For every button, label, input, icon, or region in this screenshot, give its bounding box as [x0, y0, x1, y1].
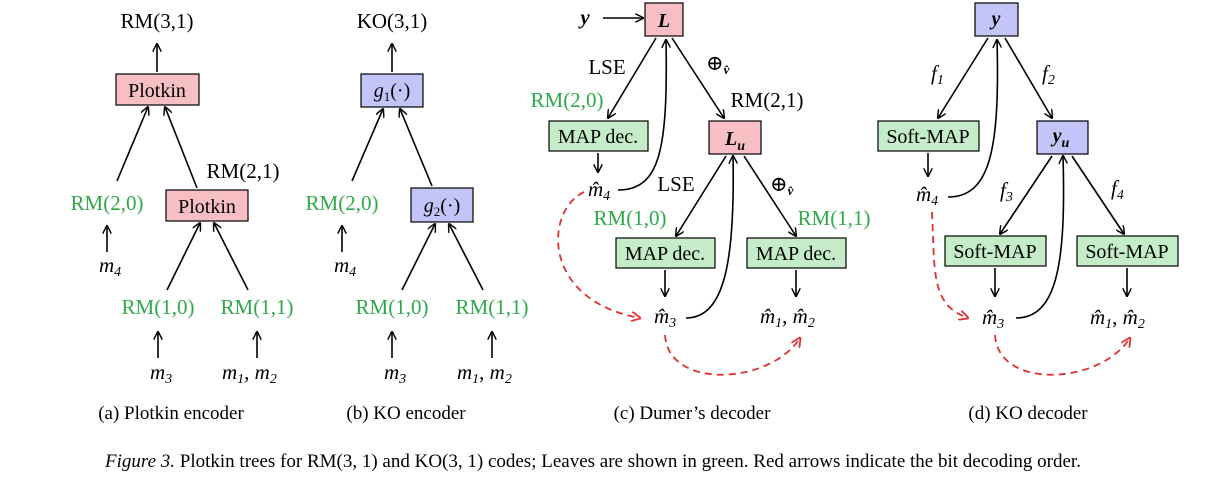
panel-c-map-dec-right-box — [746, 237, 847, 269]
edge-c-L-to-map-top — [608, 37, 657, 118]
panel-b-g1-box — [360, 73, 424, 108]
panel-d-f2: f2 — [1042, 61, 1055, 88]
panel-a-m4: m4 — [99, 253, 121, 280]
panel-b-m3: m3 — [384, 360, 406, 387]
panel-c-leaf-rm11: RM(1,1) — [798, 206, 871, 230]
panel-b-g2-box — [410, 187, 474, 223]
panel-c-Lu-box — [708, 120, 762, 155]
panel-d-ko-decoder: y f1 f2 Soft-MAP yu m̂4 f3 f4 Soft-MAP S… — [877, 2, 1179, 424]
panel-c-map-dec-top-label: MAP dec. — [558, 126, 638, 148]
edge-d-yu-to-softmap-right — [1071, 155, 1124, 234]
panel-d-yu-box — [1036, 120, 1089, 155]
panel-c-caption: (c) Dumer’s decoder — [614, 403, 772, 424]
panel-b-m12: m1, m2 — [457, 360, 512, 387]
panel-d-caption: (d) KO decoder — [968, 403, 1088, 424]
panel-a-plotkin-mid-box — [165, 189, 249, 222]
figure-caption-text: Plotkin trees for RM(3, 1) and KO(3, 1) … — [175, 451, 1081, 472]
edge-b-rm20-to-g1 — [351, 109, 383, 182]
panel-b-caption: (b) KO encoder — [346, 403, 466, 424]
panel-d-f4: f4 — [1111, 176, 1124, 203]
figure-caption: Figure 3. Plotkin trees for RM(3, 1) and… — [104, 451, 1081, 472]
panel-d-softmap-left-box — [944, 235, 1047, 267]
edge-d-m4hat-to-y — [947, 40, 997, 198]
panel-d-yu-label: yu — [1051, 125, 1070, 151]
edge-a-rm10-to-mid — [166, 223, 200, 291]
panel-a-plotkin-encoder: RM(3,1) Plotkin RM(2,0) RM(2,1) Plotkin … — [71, 9, 294, 424]
panel-c-y-input: y — [577, 5, 590, 29]
panel-c-rm21-label: RM(2,1) — [731, 88, 804, 112]
panel-a-root-label: RM(3,1) — [121, 9, 194, 33]
panel-d-softmap-top-label: Soft-MAP — [886, 126, 969, 148]
panel-c-map-dec-top-box — [548, 120, 649, 152]
panel-a-leaf-rm10: RM(1,0) — [122, 295, 195, 319]
edge-a-rm20-to-top — [116, 107, 148, 182]
edge-c-L-to-Lu — [671, 37, 724, 118]
panel-b-leaf-rm20: RM(2,0) — [306, 191, 379, 215]
panel-c-oplus-2: ⊕v̂ — [770, 172, 794, 198]
order-arrow-c-m4-to-m3 — [557, 191, 640, 318]
panel-d-softmap-right-label: Soft-MAP — [1085, 241, 1168, 263]
panel-c-oplus-1: ⊕v̂ — [706, 51, 730, 77]
panel-c-L-label: L — [657, 10, 670, 32]
order-arrow-d-m4-to-m3 — [931, 211, 968, 318]
panel-c-m4hat: m̂4 — [588, 177, 610, 204]
panel-a-m12: m1, m2 — [222, 360, 277, 387]
edge-d-m3hat-to-yu — [1015, 156, 1064, 319]
panel-b-leaf-rm10: RM(1,0) — [356, 295, 429, 319]
panel-c-m3hat: m̂3 — [654, 304, 676, 331]
edge-c-m3hat-to-Lu — [685, 156, 733, 319]
order-arrow-c-m3-to-m12 — [664, 334, 800, 376]
panel-d-f3: f3 — [1000, 178, 1013, 205]
panel-c-lse-2: LSE — [657, 172, 694, 196]
edge-c-Lu-to-map-right — [743, 155, 796, 236]
panel-c-m12hat: m̂1, m̂2 — [760, 304, 815, 331]
figure-caption-label: Figure 3. — [104, 451, 175, 472]
panel-a-m3: m3 — [150, 360, 172, 387]
panel-c-L-box — [644, 2, 684, 37]
panel-d-m12hat: m̂1, m̂2 — [1090, 305, 1145, 332]
panel-d-y-label: y — [990, 8, 1001, 30]
panel-b-g1-label: g1(·) — [374, 80, 410, 104]
panel-c-map-dec-left-box — [615, 237, 716, 269]
panel-b-m4: m4 — [334, 253, 356, 280]
panel-a-leaf-rm11: RM(1,1) — [221, 295, 294, 319]
panel-d-y-box — [974, 2, 1019, 37]
edge-a-mid-to-top — [165, 107, 198, 189]
edge-c-m4hat-to-L — [617, 40, 666, 191]
panel-d-softmap-top-box — [877, 120, 980, 152]
panel-a-plotkin-top-label: Plotkin — [128, 80, 186, 102]
edge-b-rm10-to-g2 — [401, 224, 435, 291]
edge-b-rm11-to-g2 — [449, 224, 484, 291]
panel-c-map-dec-left-label: MAP dec. — [625, 243, 705, 265]
edge-d-yu-to-softmap-left — [1000, 155, 1053, 234]
edge-d-y-to-softmap-top — [938, 37, 989, 118]
panel-d-softmap-right-box — [1076, 235, 1179, 267]
panel-a-plotkin-mid-label: Plotkin — [178, 196, 236, 218]
panel-b-g2-label: g2(·) — [424, 195, 460, 219]
panel-a-leaf-rm20: RM(2,0) — [71, 191, 144, 215]
panel-b-ko-encoder: KO(3,1) g1(·) RM(2,0) g2(·) m4 RM(1,0) R… — [306, 9, 529, 424]
panel-d-f1: f1 — [931, 61, 944, 88]
panel-d-m4hat: m̂4 — [916, 182, 938, 209]
panel-a-mid-code-label: RM(2,1) — [207, 159, 280, 183]
panel-b-root-label: KO(3,1) — [357, 9, 428, 33]
panel-d-softmap-left-label: Soft-MAP — [953, 241, 1036, 263]
panel-c-dumer-decoder: y L LSE ⊕v̂ RM(2,0) RM(2,1) MAP dec. Lu … — [531, 2, 871, 424]
panel-c-lse-1: LSE — [588, 55, 625, 79]
panel-b-leaf-rm11: RM(1,1) — [456, 295, 529, 319]
panel-c-map-dec-right-label: MAP dec. — [756, 243, 836, 265]
edge-c-Lu-to-map-left — [676, 155, 727, 236]
edge-a-rm11-to-mid — [214, 223, 249, 291]
panel-c-leaf-rm20: RM(2,0) — [531, 88, 604, 112]
panel-a-caption: (a) Plotkin encoder — [98, 403, 244, 424]
edge-d-y-to-yu — [1004, 37, 1052, 118]
panel-d-m3hat: m̂3 — [982, 305, 1004, 332]
panel-c-leaf-rm10: RM(1,0) — [594, 206, 667, 230]
order-arrow-d-m3-to-m12 — [994, 334, 1130, 376]
edge-b-g2-to-g1 — [400, 109, 433, 187]
panel-c-Lu-label: Lu — [724, 128, 745, 154]
panel-a-plotkin-top-box — [115, 73, 200, 106]
